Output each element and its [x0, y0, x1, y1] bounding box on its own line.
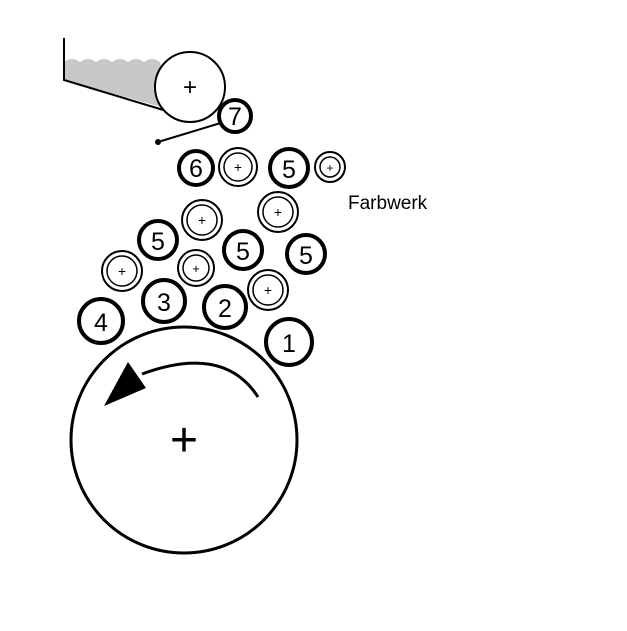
roller-2: 2 [202, 284, 248, 330]
roller-5-b-label: 5 [151, 228, 165, 256]
roller-4-label: 4 [94, 309, 108, 337]
roller-7-label: 7 [228, 103, 242, 131]
distributor-roller: + [101, 250, 143, 292]
svg-text:+: + [118, 263, 126, 279]
roller-6-label: 6 [189, 155, 203, 183]
distributor-roller: + [247, 269, 289, 311]
svg-text:+: + [192, 261, 200, 276]
distributor-roller: + [181, 199, 223, 241]
roller-5-c-label: 5 [236, 238, 250, 266]
roller-6: 6 [177, 149, 215, 187]
svg-text:+: + [264, 282, 272, 298]
plate-cylinder: + [69, 325, 299, 555]
ductor-lever [155, 121, 225, 145]
arrowhead [104, 362, 146, 406]
roller-2-label: 2 [218, 295, 232, 323]
svg-text:+: + [326, 161, 333, 175]
roller-5-d: 5 [285, 233, 327, 275]
distributor-roller: + [257, 191, 299, 233]
distributor-roller: + [177, 249, 215, 287]
svg-text:+: + [274, 204, 282, 220]
plate-cylinder-plus: + [170, 414, 198, 467]
roller-7: 7 [217, 98, 253, 134]
roller-5-b: 5 [137, 219, 179, 261]
ink-fountain [63, 38, 172, 113]
roller-1: 1 [264, 317, 314, 367]
roller-5-d-label: 5 [299, 242, 313, 270]
roller-5-a: 5 [268, 147, 310, 189]
roller-3: 3 [141, 278, 187, 324]
roller-5-c: 5 [222, 229, 264, 271]
svg-text:+: + [234, 159, 242, 175]
roller-3-label: 3 [157, 289, 171, 317]
ink-unit-label: Farbwerk [348, 193, 428, 214]
distributor-roller: + [218, 147, 258, 187]
roller-1-label: 1 [282, 330, 296, 358]
roller-4: 4 [77, 297, 125, 345]
fountain-outline [63, 38, 171, 113]
svg-text:+: + [198, 212, 206, 228]
fountain-roller-plus: + [183, 74, 197, 101]
distributor-roller: + [314, 151, 346, 183]
roller-5-a-label: 5 [282, 156, 296, 184]
rotation-arrow [104, 361, 260, 406]
ink-level [64, 59, 172, 110]
fountain-roller: + [154, 51, 226, 123]
